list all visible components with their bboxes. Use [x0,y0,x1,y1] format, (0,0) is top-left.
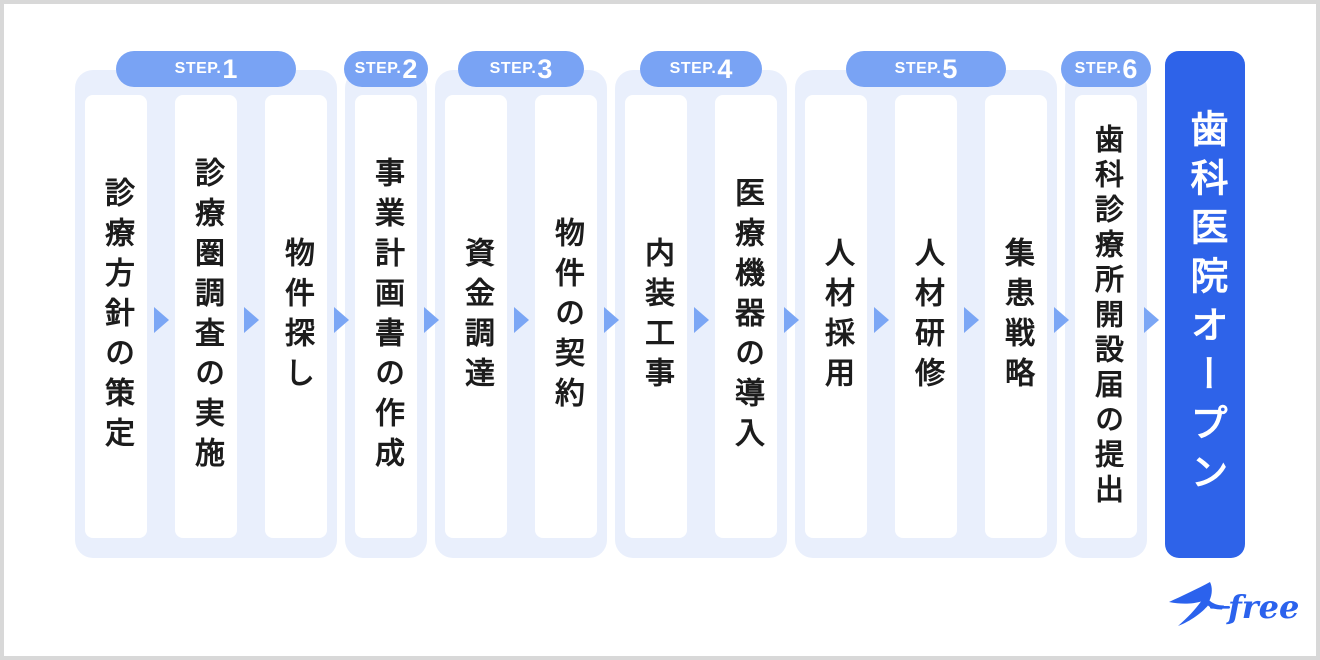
arrow-icon [514,307,529,333]
step-item-label: 集患戦略 [1000,236,1033,397]
logo-wordmark: freee [1226,588,1298,626]
step-5-badge: STEP.5 [846,51,1006,87]
swallow-icon: freee [1169,582,1316,626]
arrow-icon [334,307,349,333]
step-badge-number: 1 [222,53,238,84]
step-badge-number: 5 [942,53,958,84]
step-item-card: 集患戦略 [985,95,1047,538]
step-2-badge: STEP.2 [344,51,428,87]
step-3-badge: STEP.3 [458,51,584,87]
step-badge-prefix: STEP. [894,60,942,77]
arrow-icon [154,307,169,333]
arrow-icon [604,307,619,333]
step-badge-prefix: STEP. [669,60,717,77]
step-item-label: 事業計画書の作成 [370,156,403,477]
step-item-card: 診療圏調査の実施 [175,95,237,538]
step-badge-prefix: STEP. [174,60,222,77]
arrow-icon [694,307,709,333]
arrow-icon [1144,307,1159,333]
arrow-icon [784,307,799,333]
step-badge-prefix: STEP. [354,60,402,77]
step-item-card: 物件の契約 [535,95,597,538]
step-1-badge: STEP.1 [116,51,296,87]
step-item-card: 人材採用 [805,95,867,538]
step-item-label: 歯科診療所開設届の提出 [1090,124,1123,509]
step-item-card: 歯科診療所開設届の提出 [1075,95,1137,538]
step-badge-number: 4 [717,53,733,84]
step-item-label: 診療圏調査の実施 [190,156,223,477]
step-item-label: 診療方針の策定 [100,176,133,457]
step-6-badge: STEP.6 [1061,51,1151,87]
step-badge-number: 6 [1122,53,1138,84]
freee-logo: freee [1166,576,1316,632]
step-4-badge: STEP.4 [640,51,762,87]
step-badge-number: 3 [537,53,553,84]
step-item-card: 医療機器の導入 [715,95,777,538]
step-item-label: 資金調達 [460,236,493,397]
step-badge-prefix: STEP. [1074,60,1122,77]
goal-label: 歯科医院オープン [1184,108,1226,501]
goal-column: 歯科医院オープン [1165,51,1245,558]
step-item-label: 物件の契約 [550,216,583,417]
arrow-icon [1054,307,1069,333]
arrow-icon [874,307,889,333]
step-badge-number: 2 [402,53,418,84]
step-item-card: 人材研修 [895,95,957,538]
arrow-icon [964,307,979,333]
step-item-card: 診療方針の策定 [85,95,147,538]
step-item-label: 人材研修 [910,236,943,397]
arrow-icon [424,307,439,333]
step-item-card: 内装工事 [625,95,687,538]
step-item-label: 医療機器の導入 [730,176,763,457]
step-item-label: 物件探し [280,236,313,397]
step-item-card: 事業計画書の作成 [355,95,417,538]
step-badge-prefix: STEP. [489,60,537,77]
step-item-label: 人材採用 [820,236,853,397]
step-item-card: 資金調達 [445,95,507,538]
step-item-label: 内装工事 [640,236,673,397]
step-item-card: 物件探し [265,95,327,538]
arrow-icon [244,307,259,333]
